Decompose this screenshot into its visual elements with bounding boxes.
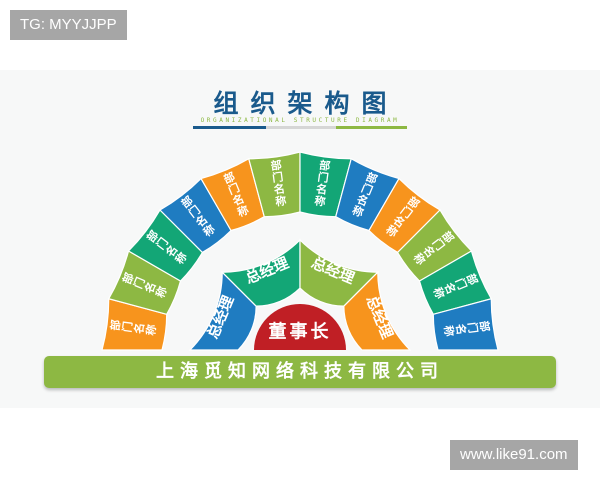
- department-label: 部门名称: [442, 318, 493, 337]
- company-banner: 上海觅知网络科技有限公司: [44, 356, 556, 388]
- department-segment: 部门名称: [247, 151, 301, 218]
- department-segment: 部门名称: [101, 297, 168, 351]
- department-segment: 部门名称: [159, 177, 232, 254]
- title-underline-green: [336, 126, 407, 129]
- department-segment: 部门名称: [368, 177, 441, 254]
- watermark-bottom: www.like91.com: [450, 440, 578, 470]
- department-label: 部门名称: [312, 157, 331, 208]
- diagram-subtitle: ORGANIZATIONAL STRUCTURE DIAGRAM: [200, 117, 400, 124]
- department-label: 部门名称: [268, 157, 287, 208]
- diagram-title: 组织架构图: [213, 89, 399, 118]
- watermark-top: TG: MYYJJPP: [10, 10, 127, 40]
- department-segment: 部门名称: [418, 250, 493, 315]
- department-label: 部门名称: [107, 318, 158, 337]
- chairman-label: 董事长: [269, 321, 332, 343]
- department-segment: 部门名称: [299, 151, 353, 218]
- chairman-node: 董事长: [254, 304, 346, 350]
- department-segment: 部门名称: [200, 157, 265, 232]
- title-underline-blue: [193, 126, 266, 129]
- department-segment: 部门名称: [432, 297, 499, 351]
- title-underline-gray: [266, 126, 336, 129]
